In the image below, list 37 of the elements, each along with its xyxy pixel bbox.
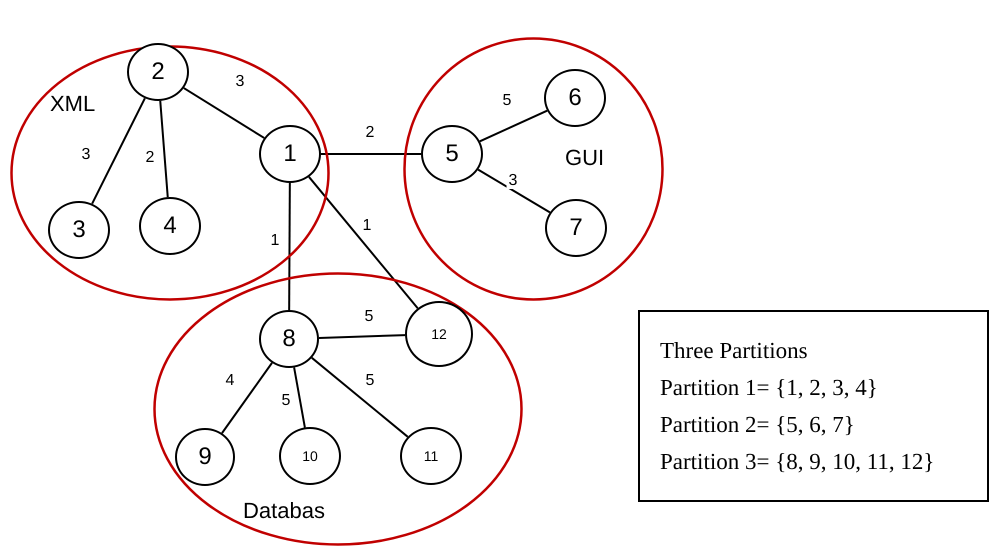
edge-weight: 3: [506, 173, 520, 189]
vertex-circle: [48, 201, 110, 259]
edge-line: [308, 176, 418, 309]
partition-text: Three Partitions: [660, 339, 809, 362]
partition-text: Partition 1= {1, 2, 3, 4}: [660, 376, 879, 399]
edge-line: [478, 168, 550, 214]
vertex-number: 9: [198, 445, 212, 469]
edge-line: [479, 110, 548, 142]
edge-line: [183, 87, 265, 139]
vertex-circle: [259, 125, 321, 183]
edge-line: [221, 362, 273, 434]
vertex-number: 6: [568, 86, 582, 110]
edge-line: [91, 98, 146, 204]
vertex-number: 8: [282, 327, 296, 351]
vertex-number: 10: [302, 449, 318, 463]
edge-line: [159, 100, 169, 198]
partition-text: Partition 2= {5, 6, 7}: [660, 413, 856, 436]
vertex-number: 3: [72, 218, 86, 242]
vertex-number: 11: [424, 449, 438, 463]
edge-line: [293, 367, 306, 428]
edge-line: [321, 153, 421, 155]
vertex-number: 1: [283, 142, 297, 166]
vertex-number: 12: [431, 327, 447, 341]
partition-text: Partition 3= {8, 9, 10, 11, 12}: [660, 450, 936, 473]
edge-line: [318, 334, 406, 339]
vertex-number: 5: [445, 142, 459, 166]
legend-box: [638, 310, 989, 502]
group-label: XML: [50, 93, 96, 115]
group-label: Databas: [243, 500, 325, 522]
edge-line: [311, 357, 408, 438]
vertex-circle: [127, 43, 189, 101]
vertex-number: 7: [569, 216, 583, 240]
vertex-number: 4: [163, 214, 177, 238]
group-label: GUI: [565, 147, 604, 169]
vertex-number: 2: [151, 60, 165, 84]
vertex-circle: [175, 428, 235, 486]
edge-line: [288, 183, 291, 310]
